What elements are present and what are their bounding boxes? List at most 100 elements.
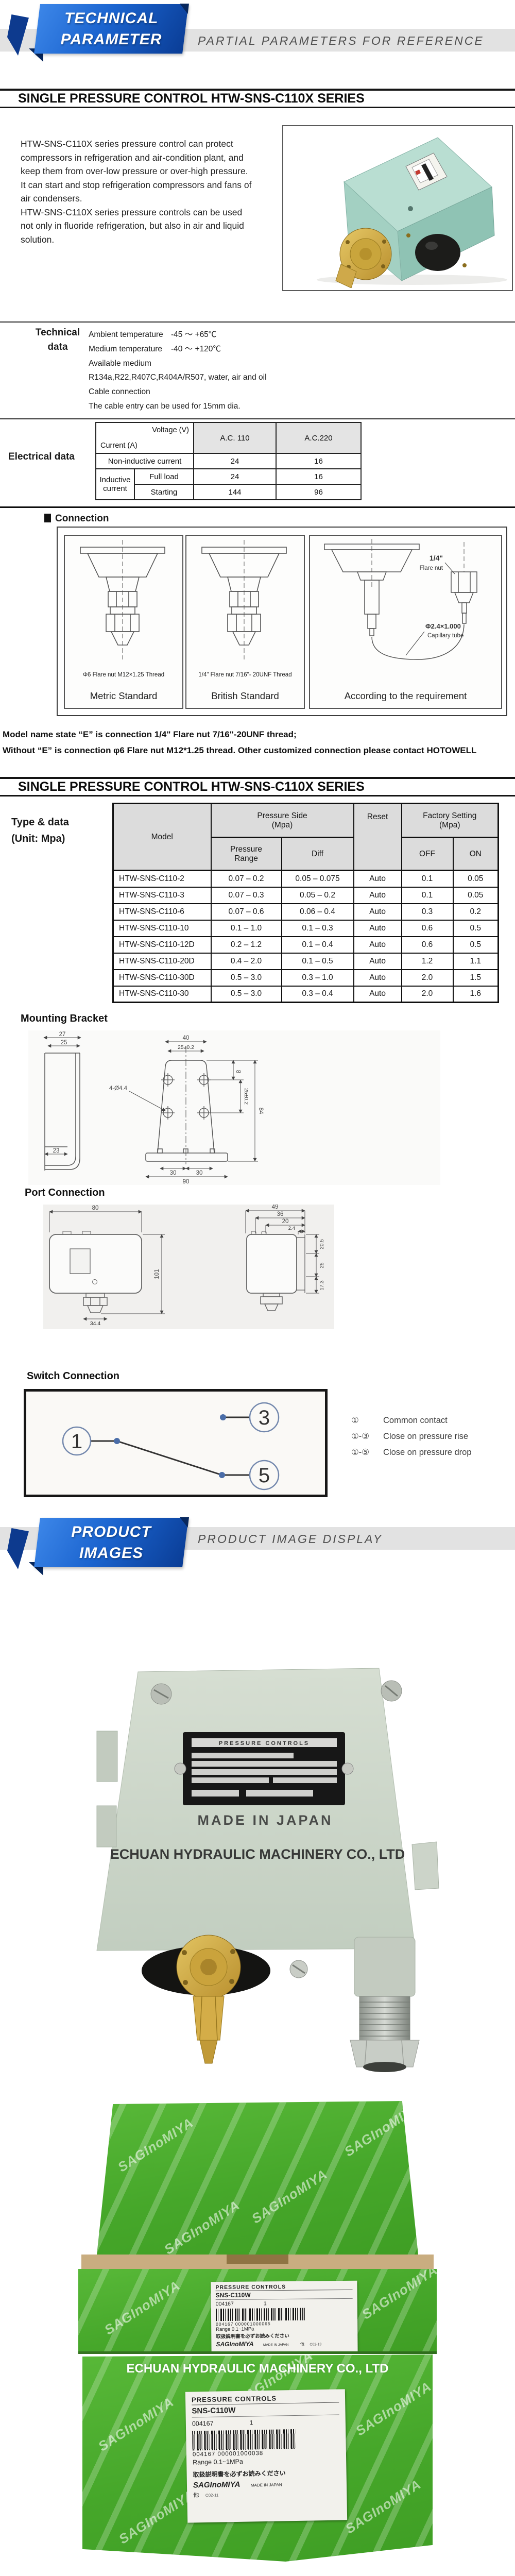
tech-row-refrigerants: R134a,R22,R407C,R404A/R507, water, air a… <box>89 373 267 382</box>
connection-panel-custom: 1/4" Flare nut Φ2.4×1.000 Capillary tube… <box>309 535 502 709</box>
metric-caption: Metric Standard <box>90 690 158 701</box>
product-illustration-frame <box>282 125 513 291</box>
capillary-size-label: Φ2.4×1.000 <box>425 622 461 630</box>
terminal-3: 3 <box>259 1406 270 1429</box>
switch-connection-title: Switch Connection <box>27 1370 119 1382</box>
header-factory-setting: Factory Setting (Mpa) <box>401 803 499 838</box>
flare-name-label: Flare nut <box>420 565 443 571</box>
table-row: Starting 144 96 <box>96 484 362 500</box>
label-corner: 他 <box>300 2342 304 2347</box>
technical-parameter-ribbon: TECHNICAL PARAMETER <box>7 4 191 62</box>
box1-top-panel: SAGInoMIYA SAGInoMIYA SAGInoMIYA SAGInoM… <box>97 2101 418 2255</box>
ribbon-title-line2: IMAGES <box>79 1545 144 1562</box>
ribbon-title: TECHNICAL PARAMETER <box>37 8 185 50</box>
mounting-bracket-title: Mounting Bracket <box>21 1013 108 1024</box>
svg-text:34.4: 34.4 <box>90 1320 101 1327</box>
header-pressure-range: Pressure Range <box>210 837 282 871</box>
british-thread-label: 1/4" Flare nut 7/16"- 20UNF Thread <box>198 672 292 678</box>
svg-text:101: 101 <box>154 1269 160 1279</box>
svg-text:23: 23 <box>53 1148 60 1154</box>
intro-text: HTW-SNS-C110X series pressure control ca… <box>21 137 253 246</box>
barcode <box>215 2308 306 2321</box>
note-line-2: Without “E” is connection φ6 Flare nut M… <box>3 745 477 755</box>
ribbon-title-line1: TECHNICAL <box>64 10 158 27</box>
connection-diagrams: Φ6 Flare nut M12×1.25 Thread Metric Stan… <box>57 527 507 716</box>
box-stripes <box>97 2101 418 2255</box>
col-ac110: A.C. 110 <box>193 422 277 454</box>
svg-text:90: 90 <box>183 1179 190 1185</box>
divider-thick <box>0 506 515 508</box>
label-lot: C02-13 <box>310 2343 322 2347</box>
svg-text:49: 49 <box>272 1205 279 1210</box>
col-ac220: A.C.220 <box>276 422 362 454</box>
header-on: ON <box>452 837 499 871</box>
section-bullet-icon <box>44 514 51 522</box>
divider-technical <box>0 321 515 323</box>
ribbon-title-line1: PRODUCT <box>71 1523 151 1540</box>
header-reset: Reset <box>353 803 402 871</box>
terminal-5: 5 <box>259 1464 270 1487</box>
label-brand: SAGInoMIYA <box>193 2480 241 2490</box>
svg-text:36: 36 <box>277 1211 284 1217</box>
tech-row-medium: Medium temperature-40 ～ +120℃ <box>89 344 221 353</box>
section-heading-2: SINGLE PRESSURE CONTROL HTW-SNS-C110X SE… <box>0 777 515 796</box>
connection-title: Connection <box>44 513 109 524</box>
label-brand-row: SAGInoMIYA MADE IN JAPAN 他 C02-13 <box>216 2338 353 2349</box>
flare-size-label: 1/4" <box>430 554 443 562</box>
note-line-1: Model name state “E” is connection 1/4" … <box>3 730 297 739</box>
svg-text:25±0.2: 25±0.2 <box>243 1088 249 1105</box>
tech-row-cable-entry: The cable entry can be used for 15mm dia… <box>89 401 241 411</box>
made-in-japan-text: MADE IN JAPAN <box>197 1812 333 1828</box>
product-images-ribbon: PRODUCT IMAGES <box>7 1518 191 1575</box>
label-corner-row: 他 C02-11 <box>193 2487 340 2499</box>
switch-diagram: 1 3 5 <box>24 1389 328 1497</box>
header-diff: Diff <box>281 837 354 871</box>
svg-text:8: 8 <box>235 1070 241 1073</box>
port-connection-drawing: 80 101 34.4 49 <box>43 1205 334 1329</box>
header-pressure-side: Pressure Side (Mpa) <box>210 803 354 838</box>
inductive-current-cell: Inductive current <box>95 468 135 500</box>
label-made: MADE IN JAPAN <box>263 2343 289 2347</box>
capillary-name-label: Capillary tube <box>427 633 464 639</box>
connection-panel-metric: Φ6 Flare nut M12×1.25 Thread Metric Stan… <box>64 535 183 709</box>
tech-row-ambient: Ambient temperature-45 ～ +65℃ <box>89 330 217 339</box>
technical-data-label: Technical data <box>25 326 91 354</box>
ribbon-title: PRODUCT IMAGES <box>37 1521 185 1564</box>
header-off: OFF <box>401 837 454 871</box>
svg-text:80: 80 <box>92 1205 99 1211</box>
intro-paragraph-1: HTW-SNS-C110X series pressure control ca… <box>21 139 252 204</box>
section-heading-2-text: SINGLE PRESSURE CONTROL HTW-SNS-C110X SE… <box>18 779 365 794</box>
label-corner: 他 <box>193 2492 199 2499</box>
svg-text:40: 40 <box>183 1035 190 1041</box>
product-photo-box1: SAGInoMIYA SAGInoMIYA SAGInoMIYA SAGInoM… <box>67 2098 448 2354</box>
svg-text:30: 30 <box>170 1170 177 1176</box>
metric-thread-label: Φ6 Flare nut M12×1.25 Thread <box>82 672 165 678</box>
box1-seam-notch <box>227 2255 288 2264</box>
svg-text:84: 84 <box>258 1108 264 1114</box>
table-row: Non-inductive current 24 16 <box>95 453 362 469</box>
product-illustration <box>317 137 507 289</box>
technical-data-rows: Ambient temperature-45 ～ +65℃ Medium tem… <box>89 328 267 414</box>
header-model: Model <box>112 803 212 871</box>
label-made: MADE IN JAPAN <box>250 2482 282 2488</box>
table-row: Inductive current Full load 24 16 <box>95 468 362 500</box>
product-photo-box2: SAGInoMIYA SAGInoMIYA SAGInoMIYA SAGInoM… <box>67 2354 448 2564</box>
british-caption: British Standard <box>211 690 279 701</box>
switch-diagram-svg: 1 3 5 <box>62 1402 280 1490</box>
divider-electrical <box>0 418 515 419</box>
svg-text:20: 20 <box>282 1218 289 1225</box>
electrical-data-label: Electrical data <box>8 451 75 462</box>
intro-paragraph-2: HTW-SNS-C110X series pressure controls c… <box>21 207 244 245</box>
